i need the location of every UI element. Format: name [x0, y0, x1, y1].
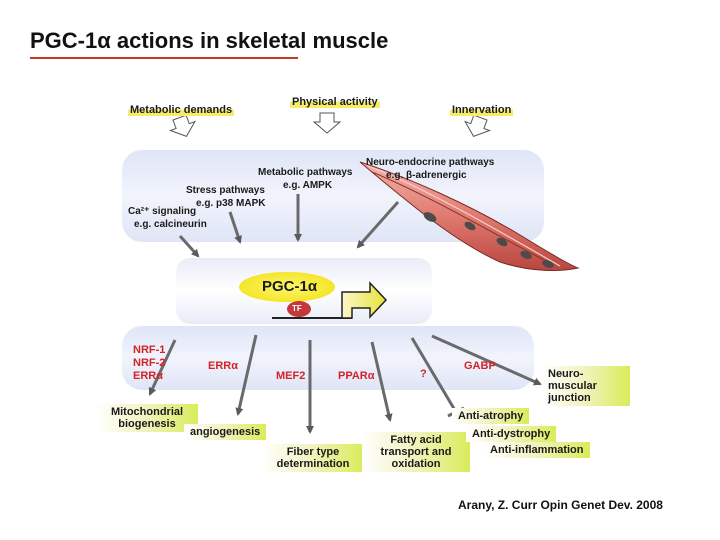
arrow-ca-to-pgc	[178, 234, 200, 258]
factor-ppara: PPARα	[338, 370, 375, 382]
neuro-endocrine-example: e.g. β-adrenergic	[386, 170, 467, 181]
metabolic-pathways-example: e.g. AMPK	[283, 180, 333, 191]
input-arrow-metabolic	[168, 114, 196, 138]
citation: Arany, Z. Curr Opin Genet Dev. 2008	[458, 498, 663, 512]
factor-gabp: GABP	[464, 360, 496, 372]
stress-pathways-label: Stress pathways	[186, 185, 265, 196]
factor-erra: ERRα	[208, 360, 238, 372]
arrow-stress-to-pgc	[228, 211, 242, 244]
title-underline	[30, 57, 298, 59]
input-metabolic-demands: Metabolic demands	[128, 104, 235, 116]
arrow-to-fatty	[370, 341, 393, 422]
output-anti-inflammation: Anti-inflammation	[484, 442, 590, 458]
input-arrow-innervation	[464, 114, 492, 138]
output-angiogenesis: angiogenesis	[184, 424, 267, 440]
ca-signaling-example: e.g. calcineurin	[134, 219, 207, 230]
input-arrow-physical	[312, 112, 342, 134]
factor-nrf2: NRF-2	[133, 357, 166, 369]
factor-nrf1: NRF-1	[133, 344, 166, 356]
tf-ellipse	[287, 301, 311, 317]
factor-mef2: MEF2	[276, 370, 306, 382]
arrow-to-angio	[235, 334, 258, 416]
factor-question: ?	[420, 368, 427, 380]
ca-signaling-label: Ca²⁺ signaling	[128, 206, 197, 217]
gene-arrow	[341, 281, 388, 319]
metabolic-pathways-label: Metabolic pathways	[258, 167, 353, 178]
arrow-to-mito	[148, 339, 177, 396]
stress-pathways-example: e.g. p38 MAPK	[196, 198, 266, 209]
input-innervation: Innervation	[450, 104, 514, 116]
factor-band	[122, 326, 534, 390]
output-anti-atrophy: Anti-atrophy	[452, 408, 530, 424]
arrow-neuro-to-pgc	[356, 201, 400, 249]
pgc-label: PGC-1α	[262, 278, 318, 295]
neuro-endocrine-label: Neuro-endocrine pathways	[366, 157, 495, 168]
tf-label: TF	[292, 304, 302, 313]
muscle-fiber-illustration	[359, 161, 580, 271]
factor-erra-left: ERRα	[133, 370, 163, 382]
slide-title: PGC-1α actions in skeletal muscle	[30, 28, 389, 53]
pgc-ellipse	[239, 272, 335, 302]
arrow-to-nmj	[431, 334, 542, 386]
output-anti-dystrophy: Anti-dystrophy	[466, 426, 557, 442]
input-physical-activity: Physical activity	[290, 96, 380, 108]
